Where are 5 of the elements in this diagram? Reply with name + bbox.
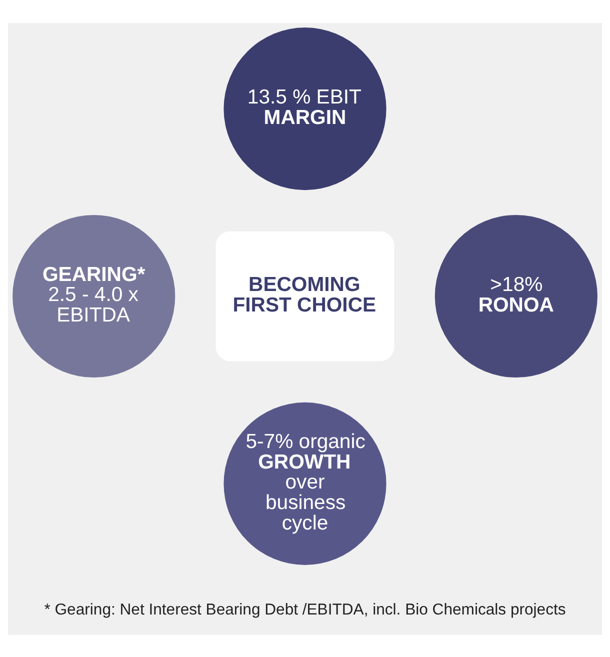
node-circle: GEARING* 2.5 - 4.0 x EBITDA [12,214,176,378]
node-circle: 13.5 % EBIT MARGIN [224,27,386,190]
label: * Gearing: Net Interest Bearing Debt /EBITDA, incl. Bio Chemicals projects [44,600,566,618]
node-circle: 5-7% organic GROWTH over business cycle [224,402,386,564]
node-circle: >18% RONOA [434,214,598,378]
